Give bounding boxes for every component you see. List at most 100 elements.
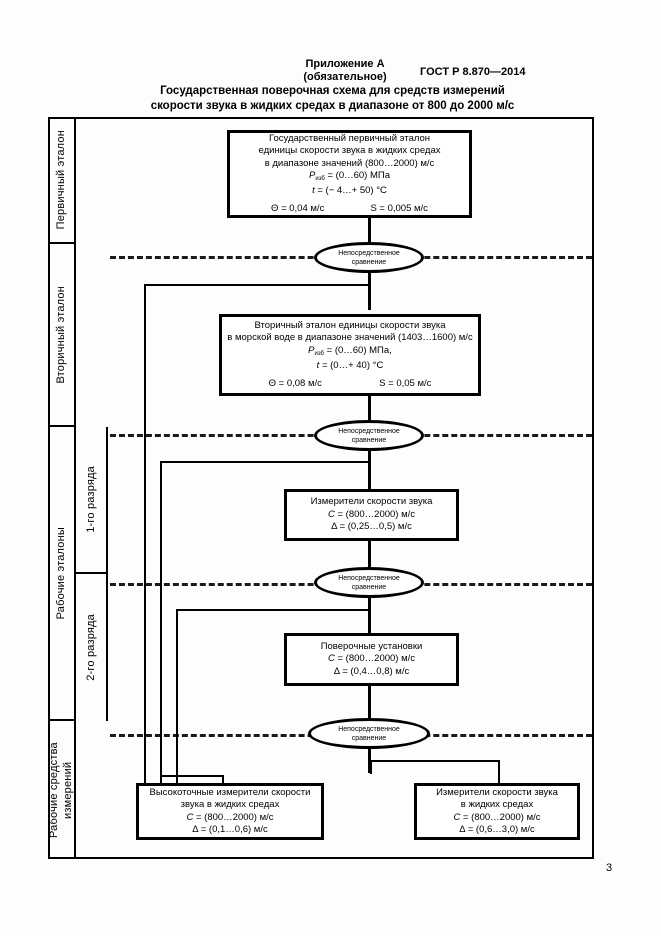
rank1-line-1: Измерители скорости звука bbox=[310, 496, 433, 508]
ellipse-direct-comparison-3: Непосредственное сравнение bbox=[314, 567, 424, 598]
secondary-temperature-value: = (0…+ 40) °С bbox=[319, 360, 384, 372]
sidebar-item-rank-1: 1-го разряда bbox=[76, 427, 108, 574]
work-left-line-1: Высокоточные измерители скорости bbox=[149, 786, 311, 798]
rank2-line-1: Поверочные установки bbox=[320, 640, 423, 652]
work-left-c-value: = (800…2000) м/с bbox=[193, 811, 274, 823]
annex-caption: Приложение А (обязательное) bbox=[255, 58, 435, 84]
primary-s: S = 0,005 м/с bbox=[370, 202, 428, 214]
secondary-line-1: Вторичный эталон единицы скорости звука bbox=[254, 319, 446, 331]
connector-ellipse4-down bbox=[368, 748, 371, 773]
connector-rank2-to-ellipse4 bbox=[368, 686, 371, 719]
rank1-delta: Δ = (0,25…0,5) м/с bbox=[331, 521, 412, 533]
annex-line-1: Приложение А bbox=[305, 58, 385, 70]
primary-pressure-value: = (0…60) МПа bbox=[324, 170, 390, 181]
primary-line-2: единицы скорости звука в жидких средах bbox=[258, 145, 441, 157]
ellipse-1-line-2: сравнение bbox=[351, 258, 387, 266]
connector-to-work-right bbox=[498, 760, 500, 783]
work-right-delta: Δ = (0,6…3,0) м/с bbox=[459, 823, 535, 835]
box-working-sound-speed-meters: Измерители скорости звука в жидких среда… bbox=[414, 783, 580, 840]
primary-pressure-symbol: P bbox=[309, 170, 316, 181]
box-working-high-precision-meters: Высокоточные измерители скорости звука в… bbox=[136, 783, 324, 840]
ellipse-direct-comparison-4: Непосредственное сравнение bbox=[308, 718, 430, 749]
primary-temperature-symbol: t bbox=[312, 185, 315, 197]
secondary-line-2: в морской воде в диапазоне значений (140… bbox=[227, 332, 473, 344]
primary-line-1: Государственный первичный эталон bbox=[268, 132, 431, 144]
work-left-line-2: звука в жидких средах bbox=[180, 799, 280, 811]
sidebar-item-secondary-standard: Вторичный эталон bbox=[48, 244, 76, 427]
ellipse-direct-comparison-2: Непосредственное сравнение bbox=[314, 420, 424, 451]
rank1-c-value: = (800…2000) м/с bbox=[334, 508, 416, 520]
secondary-uncertainty-row: Θ = 0,08 м/с S = 0,05 м/с bbox=[226, 378, 474, 390]
sidebar-label-working-measuring: Рабочие средства измерений bbox=[48, 742, 74, 838]
ellipse-2-line-1: Непосредственное bbox=[338, 427, 400, 435]
sidebar-label-working-standards: Рабочие эталоны bbox=[54, 526, 67, 620]
secondary-pressure-value: = (0…60) МПа, bbox=[324, 344, 392, 356]
primary-line-3: в диапазоне значений (800…2000) м/с bbox=[264, 157, 435, 169]
connector-secondary-to-ellipse2 bbox=[368, 396, 371, 422]
secondary-pressure-subscript: изб bbox=[314, 350, 324, 357]
secondary-pressure: Pизб = (0…60) МПа, bbox=[226, 345, 474, 360]
sidebar-item-working-measuring: Рабочие средства измерений bbox=[48, 721, 76, 859]
ellipse-3-text: Непосредственное сравнение bbox=[338, 574, 400, 592]
annex-line-2: (обязательное) bbox=[303, 71, 387, 83]
secondary-pressure-symbol: P bbox=[308, 344, 315, 356]
primary-temperature-value: = (− 4…+ 50) °С bbox=[314, 185, 387, 197]
ellipse-1-text: Непосредственное сравнение bbox=[338, 249, 400, 267]
sidebar-item-rank-2: 2-го разряда bbox=[76, 574, 108, 721]
ellipse-1-line-1: Непосредственное bbox=[338, 249, 400, 257]
secondary-theta: Θ = 0,08 м/с bbox=[268, 377, 322, 389]
sidebar-label-rank-2: 2-го разряда bbox=[84, 614, 97, 681]
primary-pressure-subscript: изб bbox=[315, 176, 325, 182]
work-left-delta: Δ = (0,1…0,6) м/с bbox=[192, 823, 268, 835]
connector-bypass-rail-top bbox=[144, 284, 370, 286]
ellipse-direct-comparison-1: Непосредственное сравнение bbox=[314, 242, 424, 273]
ellipse-2-text: Непосредственное сравнение bbox=[338, 427, 400, 445]
connector-ellipse2-to-rank1 bbox=[368, 450, 371, 489]
connector-rank1-side-rail-vertical bbox=[160, 461, 162, 800]
connector-rank1-to-ellipse3 bbox=[368, 541, 371, 568]
page-title-line-1: Государственная поверочная схема для сре… bbox=[160, 85, 505, 97]
rank2-range: C = (800…2000) м/с bbox=[291, 653, 452, 665]
page-title: Государственная поверочная схема для сре… bbox=[60, 84, 605, 114]
rank2-delta: Δ = (0,4…0,8) м/с bbox=[333, 665, 410, 677]
page-title-line-2: скорости звука в жидких средах в диапазо… bbox=[150, 100, 515, 112]
ellipse-4-text: Непосредственное сравнение bbox=[338, 725, 400, 743]
ellipse-4-line-2: сравнение bbox=[351, 734, 387, 742]
work-right-c-value: = (800…2000) м/с bbox=[460, 811, 541, 823]
rank1-range: C = (800…2000) м/с bbox=[291, 509, 452, 521]
primary-uncertainty-row: Θ = 0,04 м/с S = 0,005 м/с bbox=[234, 203, 465, 215]
scheme-frame bbox=[48, 117, 594, 859]
rank2-c-value: = (800…2000) м/с bbox=[334, 653, 416, 665]
ellipse-3-line-2: сравнение bbox=[351, 583, 387, 591]
connector-rank2-side-rail-vertical bbox=[176, 609, 178, 800]
box-secondary-standard: Вторичный эталон единицы скорости звука … bbox=[219, 314, 481, 396]
ellipse-4-line-1: Непосредственное bbox=[338, 725, 400, 733]
primary-temperature: t = (− 4…+ 50) °С bbox=[234, 185, 465, 197]
sidebar-item-working-standards: Рабочие эталоны bbox=[48, 427, 76, 721]
box-rank2-verification-units: Поверочные установки C = (800…2000) м/с … bbox=[284, 633, 459, 686]
primary-pressure: Pизб = (0…60) МПа bbox=[234, 170, 465, 185]
work-left-c-symbol: C bbox=[186, 811, 194, 823]
secondary-temperature-symbol: t bbox=[316, 360, 320, 372]
gost-number: ГОСТ Р 8.870—2014 bbox=[420, 66, 526, 78]
work-left-range: C = (800…2000) м/с bbox=[143, 812, 317, 824]
connector-bottom-left-branch-2 bbox=[160, 775, 224, 777]
secondary-s: S = 0,05 м/с bbox=[379, 377, 432, 389]
box-primary-standard: Государственный первичный эталон единицы… bbox=[227, 130, 472, 218]
connector-bypass-rail-vertical bbox=[144, 284, 146, 800]
sidebar-label-secondary: Вторичный эталон bbox=[54, 285, 67, 384]
connector-rank2-side-rail bbox=[176, 609, 370, 611]
work-right-line-2: в жидких средах bbox=[460, 799, 534, 811]
sidebar-item-primary-standard: Первичный эталон bbox=[48, 117, 76, 244]
connector-primary-to-ellipse1 bbox=[368, 218, 371, 244]
primary-theta: Θ = 0,04 м/с bbox=[271, 202, 325, 214]
rank2-c-symbol: C bbox=[327, 653, 335, 665]
connector-ellipse1-to-secondary bbox=[368, 272, 371, 310]
connector-ellipse3-to-rank2 bbox=[368, 597, 371, 633]
work-right-line-1: Измерители скорости звука bbox=[436, 786, 558, 798]
ellipse-3-line-1: Непосредственное bbox=[338, 574, 400, 582]
box-rank1-sound-speed-meters: Измерители скорости звука C = (800…2000)… bbox=[284, 489, 459, 541]
work-right-range: C = (800…2000) м/с bbox=[421, 812, 573, 824]
work-right-c-symbol: C bbox=[453, 811, 461, 823]
secondary-temperature: t = (0…+ 40) °С bbox=[226, 360, 474, 372]
